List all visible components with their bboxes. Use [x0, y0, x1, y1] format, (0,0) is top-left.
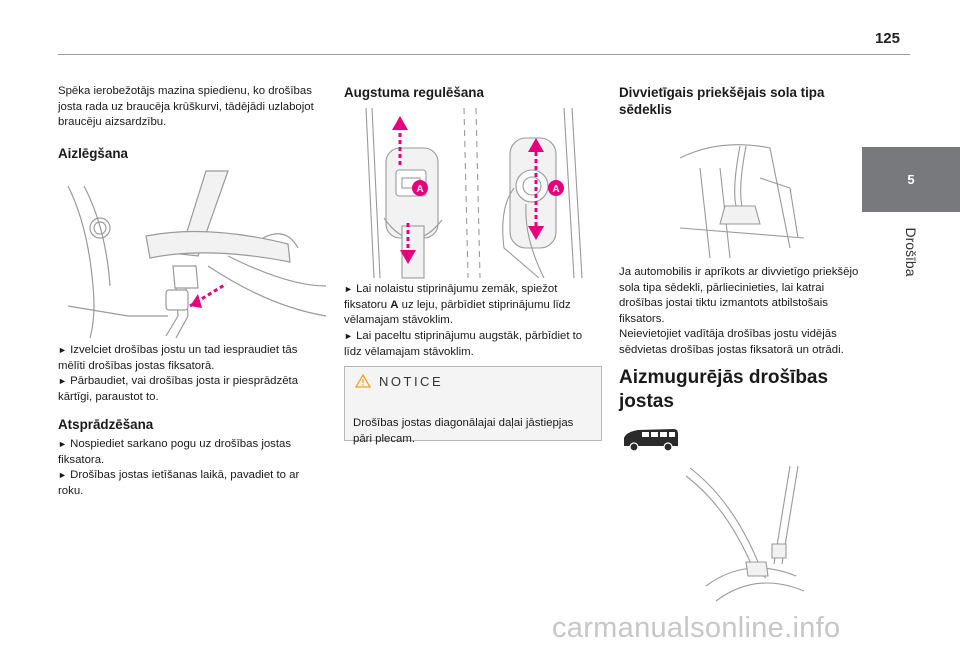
- arrow-icon: ►: [58, 376, 67, 386]
- notice-header: NOTICE: [345, 367, 601, 395]
- fastening-step-1: ► Izvelciet drošības jostu un tad iespra…: [58, 343, 324, 374]
- rear-belts-heading: Aizmugurējās drošības jostas: [619, 367, 829, 412]
- bench-paragraph-1: Ja automobilis ir aprīkots ar divvietīgo…: [619, 266, 859, 325]
- height-step-1-bold: A: [390, 298, 399, 311]
- height-step-2-text: Lai paceltu stiprinājumu augstāk, pārbīd…: [344, 330, 583, 358]
- notice-title: NOTICE: [379, 374, 444, 389]
- label-a-left: A: [416, 184, 423, 195]
- fastening-step-1-text: Izvelciet drošības jostu un tad iespraud…: [58, 344, 298, 372]
- intro-paragraph: Spēka ierobežotājs mazina spiedienu, ko …: [58, 85, 314, 129]
- unfastening-step-2: ► Drošības jostas ietīšanas laikā, pavad…: [58, 468, 324, 499]
- bench-paragraph-2: Neievietojiet vadītāja drošības jostu vi…: [619, 328, 844, 356]
- height-step-1-pre: Lai nolaistu stiprinājumu zemāk, spiežot…: [344, 283, 558, 311]
- bench-seat-illustration: [679, 144, 805, 259]
- watermark: carmanualsonline.info: [552, 612, 841, 644]
- arrow-icon: ►: [344, 331, 353, 341]
- height-step-1: ► Lai nolaistu stiprinājumu zemāk, spiež…: [344, 282, 602, 329]
- notice-box: NOTICE Drošības jostas diagonālajai daļa…: [344, 366, 602, 445]
- arrow-icon: ►: [58, 439, 67, 449]
- chapter-tab[interactable]: 5: [862, 147, 960, 212]
- fastening-illustration: [67, 170, 327, 339]
- chapter-title: Drošība: [903, 227, 919, 277]
- fastening-heading: Aizlēgšana: [58, 146, 128, 161]
- arrow-icon: ►: [58, 470, 67, 480]
- height-step-1-post: uz leju, pārbīdiet stiprinājumu līdz vēl…: [344, 298, 571, 327]
- notice-text: Drošības jostas diagonālajai daļai jāsti…: [353, 417, 574, 445]
- height-adjust-illustration: A A: [365, 107, 583, 279]
- arrow-icon: ►: [344, 284, 353, 294]
- height-adjust-heading: Augstuma regulēšana: [344, 85, 484, 100]
- page-number: 125: [874, 30, 900, 47]
- chapter-label: Drošība: [862, 212, 960, 292]
- fastening-step-2: ► Pārbaudiet, vai drošības josta ir pies…: [58, 374, 324, 405]
- chapter-number: 5: [907, 172, 915, 187]
- rear-belt-illustration: [685, 465, 805, 602]
- fastening-step-2-text: Pārbaudiet, vai drošības josta ir piespr…: [58, 375, 299, 403]
- height-step-2: ► Lai paceltu stiprinājumu augstāk, pārb…: [344, 329, 602, 360]
- label-a-right: A: [552, 184, 559, 195]
- bench-seat-heading: Divvietīgais priekšējais sola tipa sēdek…: [619, 85, 825, 117]
- unfastening-step-1: ► Nospiediet sarkano pogu uz drošības jo…: [58, 437, 324, 468]
- header-divider: [58, 54, 910, 55]
- arrow-icon: ►: [58, 345, 67, 355]
- unfastening-step-1-text: Nospiediet sarkano pogu uz drošības jost…: [58, 438, 292, 466]
- warning-triangle-icon: [354, 373, 372, 388]
- unfastening-step-2-text: Drošības jostas ietīšanas laikā, pavadie…: [58, 469, 300, 497]
- van-icon: [624, 429, 678, 452]
- unfastening-heading: Atsprādzēšana: [58, 417, 154, 432]
